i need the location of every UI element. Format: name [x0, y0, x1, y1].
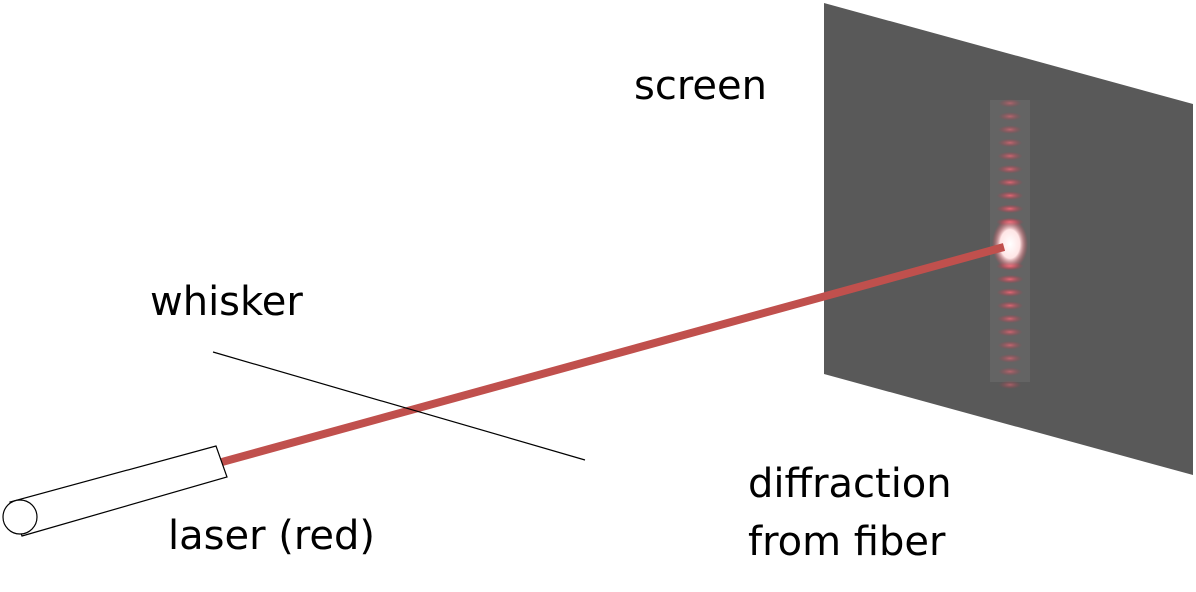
diffraction-fringe — [997, 341, 1023, 350]
diffraction-fringe — [997, 327, 1023, 337]
diffraction-fringe — [998, 112, 1022, 121]
diffraction-label-line1: diffraction — [748, 461, 952, 507]
screen-label: screen — [634, 63, 767, 109]
diffraction-label-line2: from fiber — [748, 519, 946, 565]
diffraction-fringe — [996, 204, 1024, 213]
diffraction-fringe — [996, 288, 1024, 297]
diffraction-fringe — [997, 151, 1023, 161]
laser-device — [2, 445, 228, 537]
diffraction-fringe — [996, 275, 1024, 284]
diffraction-fringe — [997, 314, 1023, 323]
whisker-line — [212, 351, 586, 461]
diffraction-fringe — [998, 367, 1022, 376]
diffraction-fringe — [997, 301, 1023, 310]
diffraction-fringe — [997, 165, 1023, 174]
laser-end-cap — [2, 499, 38, 535]
diffraction-fringe — [998, 380, 1022, 389]
whisker-label: whisker — [150, 279, 303, 325]
laser-beam — [220, 243, 1006, 466]
diffraction-fringe — [998, 125, 1022, 134]
diffraction-pattern — [996, 99, 1024, 389]
central-maximum — [992, 218, 1028, 270]
diffraction-fringe — [997, 138, 1023, 147]
diffraction-fringe — [996, 191, 1024, 200]
diffraction-fringe — [998, 99, 1022, 108]
diffraction-fringe — [997, 178, 1023, 187]
laser-label: laser (red) — [168, 513, 376, 559]
diffraction-fringe — [998, 354, 1022, 363]
